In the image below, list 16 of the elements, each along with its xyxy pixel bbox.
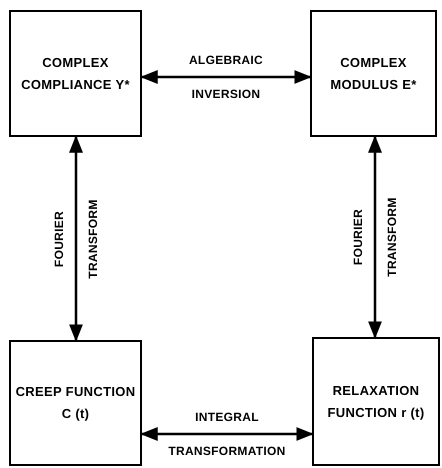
box-label: COMPLEX COMPLIANCE Y*	[20, 54, 131, 94]
process-box	[312, 337, 440, 466]
double-arrow	[368, 135, 382, 339]
edge-label: INTEGRAL TRANSFORMATION	[167, 409, 287, 460]
process-box	[310, 10, 437, 137]
box-label: COMPLEX MODULUS E*	[329, 54, 418, 94]
double-arrow	[69, 135, 83, 342]
edge-label: ALGEBRAIC INVERSION	[188, 52, 264, 103]
box-label: RELAXATION FUNCTION r (t)	[326, 382, 426, 422]
box-label: CREEP FUNCTION C (t)	[15, 383, 136, 423]
process-box	[9, 340, 142, 466]
edge-label: FOURIER TRANSFORM	[350, 196, 400, 279]
edge-label: FOURIER TRANSFORM	[51, 198, 101, 281]
double-arrow	[140, 427, 314, 441]
process-box	[9, 10, 142, 137]
double-arrow	[140, 70, 312, 84]
